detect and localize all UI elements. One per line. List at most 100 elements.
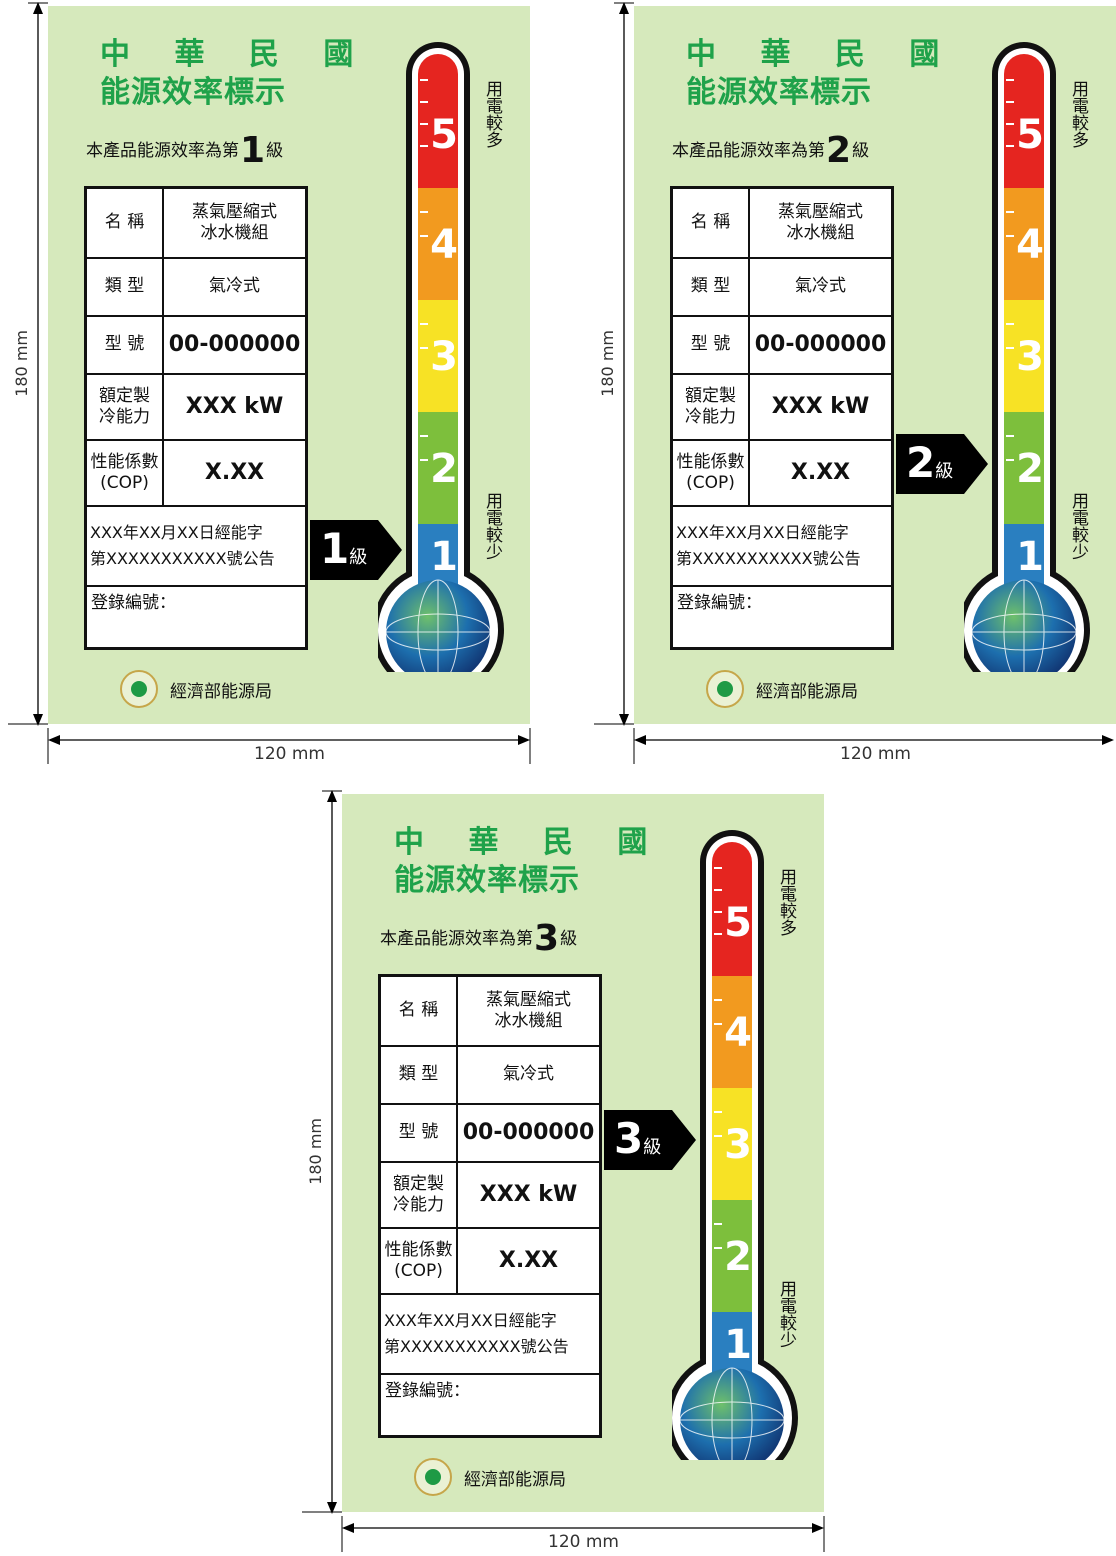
energy-bureau-logo-icon xyxy=(120,670,158,708)
name-key: 名 稱 xyxy=(670,186,750,259)
label-card: 中 華 民 國 能源效率標示 本產品能源效率為第1級 名 稱 蒸氣壓縮式冰水機組… xyxy=(48,6,530,724)
model-key: 型 號 xyxy=(378,1102,458,1163)
scale-5: 5 xyxy=(724,900,752,946)
type-key: 類 型 xyxy=(378,1044,458,1105)
height-dimension-label: 180 mm xyxy=(12,330,31,397)
product-info-table: 名 稱 蒸氣壓縮式冰水機組 類 型 氣冷式 型 號 00-000000 額定製冷… xyxy=(378,974,602,1438)
grade-number: 2 xyxy=(826,130,852,171)
name-key: 名 稱 xyxy=(84,186,164,259)
grade-badge: 1級 xyxy=(310,520,402,580)
pointer-arrow-icon xyxy=(310,520,402,580)
agency-name: 經濟部能源局 xyxy=(464,1469,566,1490)
less-power-note: 用電較少 xyxy=(1068,492,1088,560)
type-value: 氣冷式 xyxy=(748,256,894,317)
title-country: 中 華 民 國 xyxy=(394,825,665,860)
model-value: 00-000000 xyxy=(748,314,894,375)
agency-name: 經濟部能源局 xyxy=(170,681,272,702)
grade-prefix: 本產品能源效率為第 xyxy=(380,929,533,949)
type-key: 類 型 xyxy=(670,256,750,317)
pointer-arrow-icon xyxy=(604,1110,696,1170)
agency-name: 經濟部能源局 xyxy=(756,681,858,702)
thermometer-icon: 5 4 3 2 1 xyxy=(958,40,1100,696)
badge-unit: 級 xyxy=(349,547,368,568)
grade-statement: 本產品能源效率為第2級 xyxy=(672,130,869,171)
less-power-note: 用電較少 xyxy=(482,492,502,560)
badge-unit: 級 xyxy=(935,461,954,482)
width-dimension-label: 120 mm xyxy=(548,1532,619,1552)
scale-4: 4 xyxy=(430,222,458,268)
title-main: 能源效率標示 xyxy=(100,75,286,110)
cop-key: 性能係數(COP) xyxy=(670,438,750,507)
width-dimension: 120 mm xyxy=(338,1516,830,1556)
label-card: 中 華 民 國 能源效率標示 本產品能源效率為第2級 名 稱 蒸氣壓縮式冰水機組… xyxy=(634,6,1116,724)
grade-number: 1 xyxy=(240,130,266,171)
model-key: 型 號 xyxy=(84,314,164,375)
cop-key: 性能係數(COP) xyxy=(378,1226,458,1295)
scale-5: 5 xyxy=(430,112,458,158)
height-dimension-label: 180 mm xyxy=(306,1118,325,1185)
width-dimension: 120 mm xyxy=(44,728,536,768)
cop-value: X.XX xyxy=(456,1226,602,1295)
scale-5: 5 xyxy=(1016,112,1044,158)
energy-bureau-logo-icon xyxy=(706,670,744,708)
more-power-note: 用電較多 xyxy=(776,868,796,936)
registration-number: 登錄編號： xyxy=(84,584,308,649)
product-info-table: 名 稱 蒸氣壓縮式冰水機組 類 型 氣冷式 型 號 00-000000 額定製冷… xyxy=(670,186,894,650)
height-dimension: 180 mm xyxy=(298,788,358,1518)
type-key: 類 型 xyxy=(84,256,164,317)
badge-unit: 級 xyxy=(643,1137,662,1158)
height-dimension-label: 180 mm xyxy=(598,330,617,397)
grade-prefix: 本產品能源效率為第 xyxy=(86,141,239,161)
label-title: 中 華 民 國 能源效率標示 xyxy=(100,36,370,112)
width-dimension-label: 120 mm xyxy=(840,744,911,764)
thermometer-icon: 5 4 3 2 1 xyxy=(666,828,808,1484)
capacity-value: XXX kW xyxy=(456,1160,602,1229)
grade-prefix: 本產品能源效率為第 xyxy=(672,141,825,161)
model-value: 00-000000 xyxy=(456,1102,602,1163)
more-power-note: 用電較多 xyxy=(482,80,502,148)
capacity-key: 額定製冷能力 xyxy=(378,1160,458,1229)
name-value: 蒸氣壓縮式冰水機組 xyxy=(162,186,308,259)
title-country: 中 華 民 國 xyxy=(686,37,957,72)
scale-2: 2 xyxy=(724,1234,752,1280)
scale-4: 4 xyxy=(724,1010,752,1056)
cop-value: X.XX xyxy=(748,438,894,507)
scale-3: 3 xyxy=(430,334,458,380)
label-card: 中 華 民 國 能源效率標示 本產品能源效率為第3級 名 稱 蒸氣壓縮式冰水機組… xyxy=(342,794,824,1512)
type-value: 氣冷式 xyxy=(456,1044,602,1105)
capacity-key: 額定製冷能力 xyxy=(670,372,750,441)
name-key: 名 稱 xyxy=(378,974,458,1047)
agency-footer: 經濟部能源局 xyxy=(706,670,858,708)
capacity-value: XXX kW xyxy=(748,372,894,441)
label-title: 中 華 民 國 能源效率標示 xyxy=(686,36,956,112)
scale-1: 1 xyxy=(430,534,458,580)
type-value: 氣冷式 xyxy=(162,256,308,317)
registration-number: 登錄編號： xyxy=(670,584,894,649)
badge-number: 2 xyxy=(906,438,936,487)
grade-suffix: 級 xyxy=(852,141,870,161)
announcement-notice: XXX年XX月XX日經能字第XXXXXXXXXXX號公告 xyxy=(84,504,308,587)
capacity-value: XXX kW xyxy=(162,372,308,441)
title-main: 能源效率標示 xyxy=(686,75,872,110)
grade-suffix: 級 xyxy=(266,141,284,161)
name-value: 蒸氣壓縮式冰水機組 xyxy=(748,186,894,259)
announcement-notice: XXX年XX月XX日經能字第XXXXXXXXXXX號公告 xyxy=(378,1292,602,1375)
energy-bureau-logo-icon xyxy=(414,1458,452,1496)
width-dimension: 120 mm xyxy=(630,728,1116,768)
grade-statement: 本產品能源效率為第1級 xyxy=(86,130,283,171)
grade-badge: 3級 xyxy=(604,1110,696,1170)
announcement-notice: XXX年XX月XX日經能字第XXXXXXXXXXX號公告 xyxy=(670,504,894,587)
scale-4: 4 xyxy=(1016,222,1044,268)
less-power-note: 用電較少 xyxy=(776,1280,796,1348)
pointer-arrow-icon xyxy=(896,434,988,494)
title-main: 能源效率標示 xyxy=(394,863,580,898)
grade-number: 3 xyxy=(534,918,560,959)
more-power-note: 用電較多 xyxy=(1068,80,1088,148)
agency-footer: 經濟部能源局 xyxy=(414,1458,566,1496)
scale-2: 2 xyxy=(1016,446,1044,492)
title-country: 中 華 民 國 xyxy=(100,37,371,72)
capacity-key: 額定製冷能力 xyxy=(84,372,164,441)
label-title: 中 華 民 國 能源效率標示 xyxy=(394,824,664,900)
agency-footer: 經濟部能源局 xyxy=(120,670,272,708)
grade-statement: 本產品能源效率為第3級 xyxy=(380,918,577,959)
